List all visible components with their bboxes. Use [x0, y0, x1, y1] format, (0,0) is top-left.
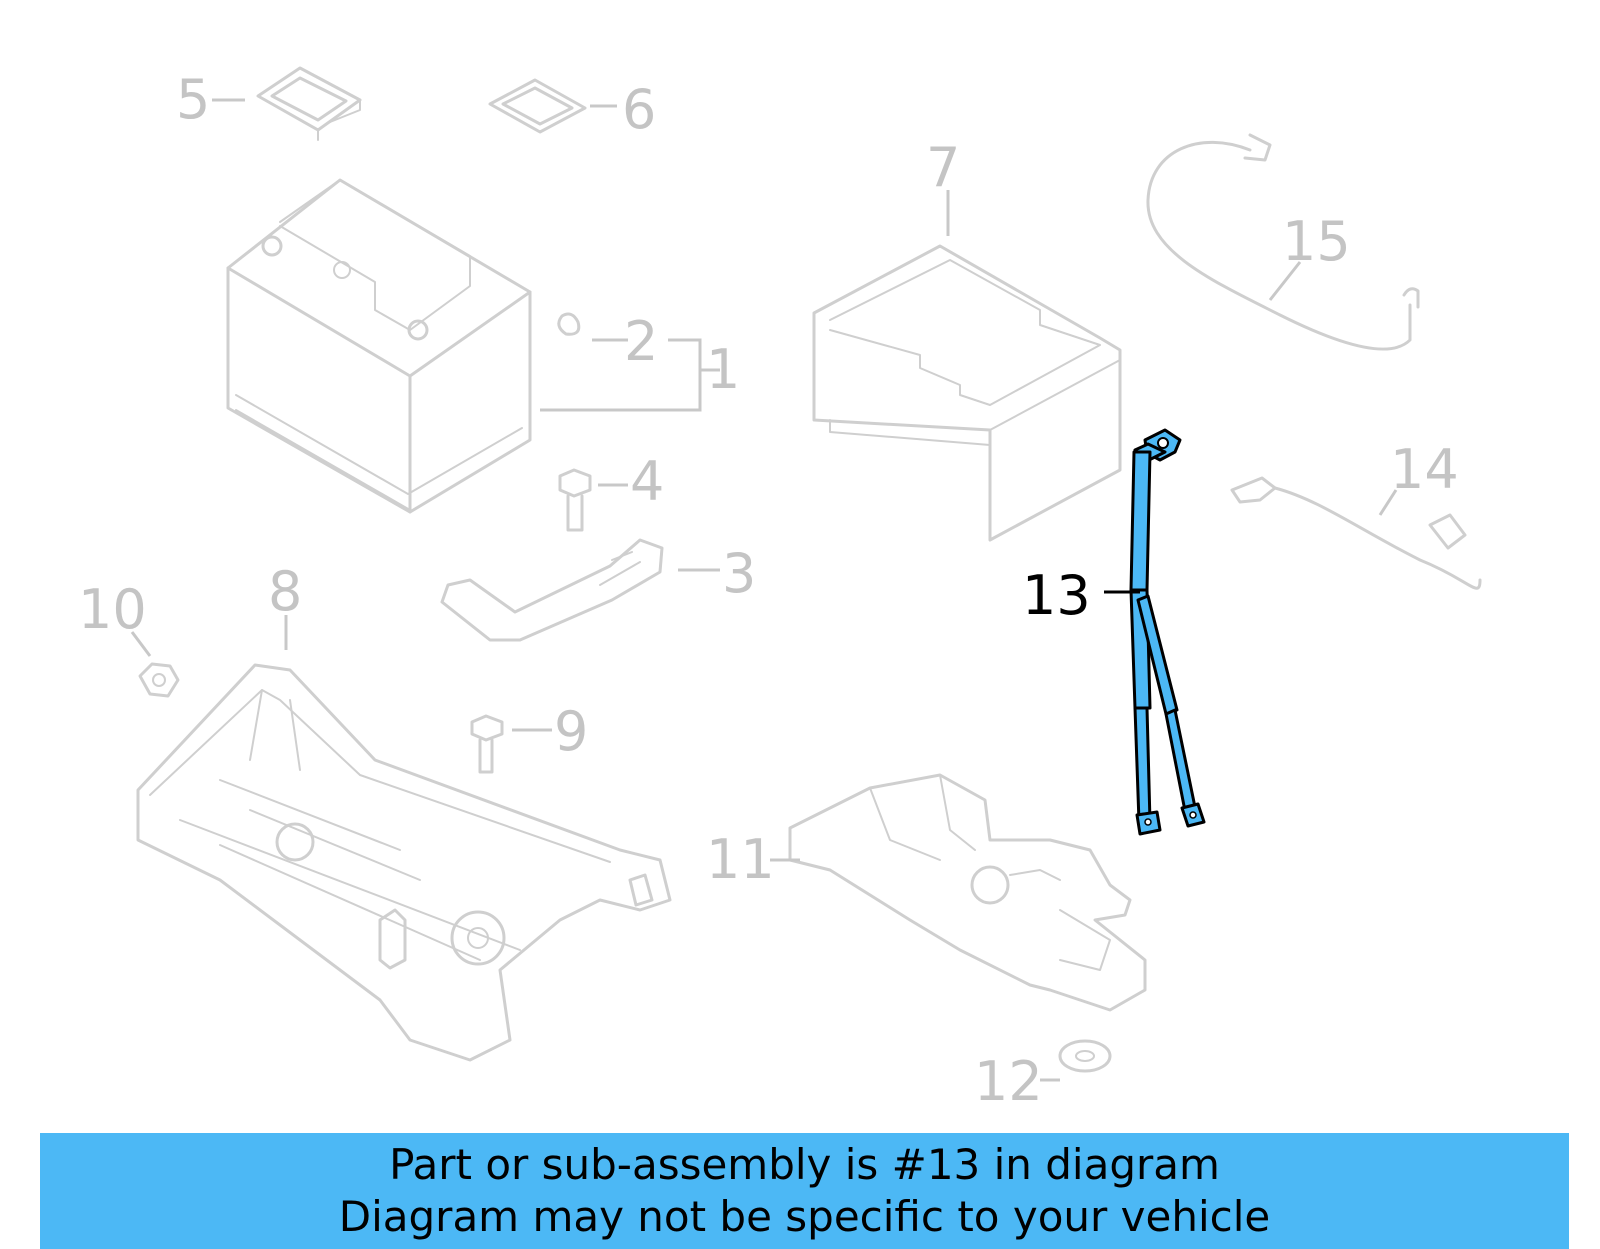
callout-8: 8 [268, 560, 302, 623]
part-4-bolt [558, 468, 592, 532]
part-3-bracket [440, 538, 664, 642]
callout-9: 9 [554, 700, 588, 763]
banner-line-1: Part or sub-assembly is #13 in diagram [389, 1140, 1220, 1189]
part-1-battery [226, 178, 532, 514]
callout-10: 10 [78, 578, 147, 641]
callout-2: 2 [624, 310, 658, 373]
callout-11: 11 [706, 828, 775, 891]
leader-lines [130, 98, 1398, 1082]
callout-1: 1 [706, 338, 740, 401]
info-banner: Part or sub-assembly is #13 in diagram D… [40, 1133, 1569, 1249]
part-8-carrier [136, 663, 672, 1062]
callout-13: 13 [1022, 564, 1091, 627]
part-11-cover [788, 773, 1147, 1012]
part-15-cable [1146, 133, 1420, 351]
callout-14: 14 [1390, 438, 1459, 501]
part-14-cable [1230, 476, 1482, 590]
part-13-strap [1129, 428, 1206, 836]
callout-4: 4 [630, 450, 664, 513]
part-9-bolt [470, 714, 504, 774]
part-10-nut [138, 662, 180, 698]
callout-15: 15 [1282, 210, 1351, 273]
callout-6: 6 [622, 78, 656, 141]
part-7-tray [812, 244, 1122, 542]
callout-5: 5 [176, 68, 210, 131]
callout-7: 7 [926, 136, 960, 199]
part-2-clip [557, 312, 581, 336]
banner-line-2: Diagram may not be specific to your vehi… [338, 1192, 1271, 1241]
part-5-cap [256, 66, 362, 141]
part-6-cap [488, 78, 587, 134]
callout-12: 12 [974, 1050, 1043, 1113]
part-12-washer [1058, 1039, 1112, 1073]
parts-diagram: 5 6 7 15 2 1 14 4 3 8 10 13 9 11 12 [78, 66, 1482, 1113]
callout-3: 3 [722, 542, 756, 605]
